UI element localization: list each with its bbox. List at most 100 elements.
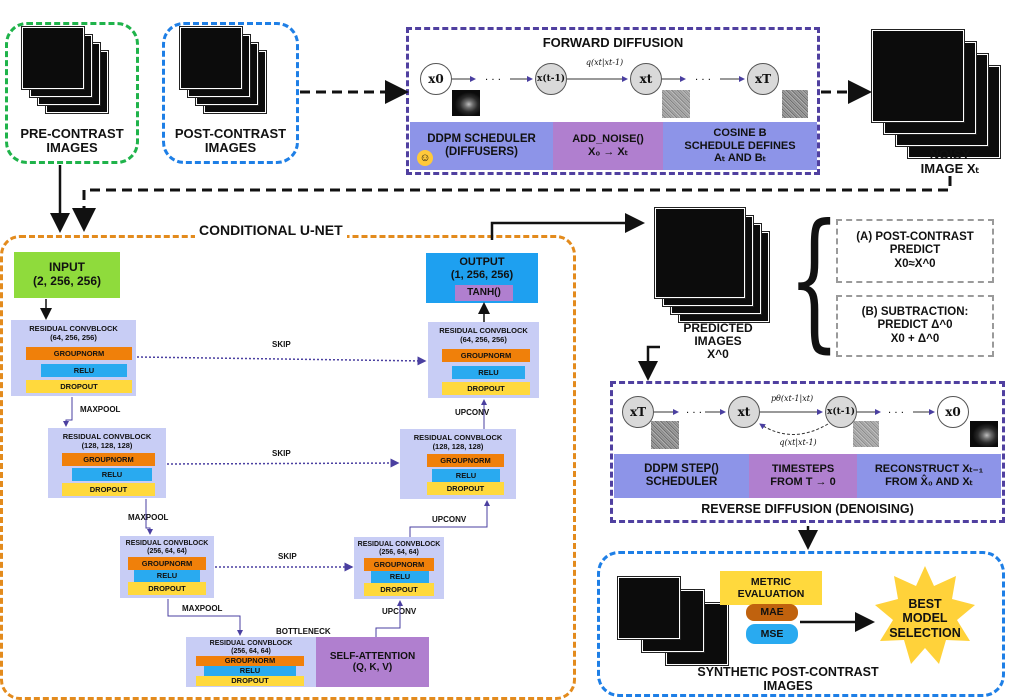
bottleneck-relu: RELU xyxy=(204,666,296,676)
unet-title: CONDITIONAL U-NET xyxy=(195,222,347,238)
reverse-cell-timesteps: TIMESTEPS FROM T → 0 xyxy=(749,454,857,498)
predicted-images-label: PREDICTED IMAGES X^0 xyxy=(683,321,753,362)
encoder-block-3-name: RESIDUAL CONVBLOCK xyxy=(125,540,209,547)
bottleneck-block-name: RESIDUAL CONVBLOCK xyxy=(209,640,293,647)
forward-thumb-xT xyxy=(782,90,808,118)
tanh-label: TANH() xyxy=(467,287,501,299)
maxpool-label-2: MAXPOOL xyxy=(128,513,169,522)
reconstruct-label: RECONSTRUCT Xₜ₋₁ FROM X̂₀ AND Xₜ xyxy=(874,463,984,488)
forward-node-xt-1: x(t-1) xyxy=(535,63,567,95)
bottleneck-block: RESIDUAL CONVBLOCK (256, 64, 64) GROUPNO… xyxy=(186,637,316,687)
skip-line-2 xyxy=(166,458,400,468)
reverse-cell-reconstruct: RECONSTRUCT Xₜ₋₁ FROM X̂₀ AND Xₜ xyxy=(857,454,1001,498)
upconv-line-3 xyxy=(375,600,403,637)
star-shape xyxy=(875,566,975,664)
reverse-thumb-x0 xyxy=(970,421,998,447)
forward-node-x0: x0 xyxy=(420,63,452,95)
forward-transition-label: q(xt|xt-1) xyxy=(585,58,624,67)
upconv-line-2 xyxy=(409,500,490,537)
reverse-cell-step: DDPM STEP() SCHEDULER xyxy=(614,454,749,498)
reverse-thumb-xt-1 xyxy=(853,421,879,447)
synthetic-label: SYNTHETIC POST-CONTRAST IMAGES xyxy=(697,665,879,693)
encoder-block-1-dropout: DROPOUT xyxy=(26,380,132,393)
self-attention-box: SELF-ATTENTION (Q, K, V) xyxy=(316,637,429,687)
post-contrast-label: POST-CONTRAST IMAGES xyxy=(174,126,287,156)
reverse-thumb-xT xyxy=(651,421,679,449)
mse-badge: MSE xyxy=(746,624,798,644)
metric-evaluation-box: METRIC EVALUATION xyxy=(720,571,822,605)
decoder-block-3-dropout: DROPOUT xyxy=(364,583,434,596)
decoder-block-2-name: RESIDUAL CONVBLOCK xyxy=(413,433,503,442)
svg-text:· · ·: · · · xyxy=(686,408,702,419)
svg-text:· · ·: · · · xyxy=(888,408,904,419)
decoder-block-2-relu: RELU xyxy=(432,469,500,482)
upconv-label-1: UPCONV xyxy=(455,408,490,417)
encoder-block-1-shape: (64, 256, 256) xyxy=(50,333,97,342)
mae-badge: MAE xyxy=(746,604,798,621)
unet-output-title: OUTPUT xyxy=(459,256,505,268)
forward-thumb-xt xyxy=(662,90,690,118)
encoder-block-1-groupnorm: GROUPNORM xyxy=(26,347,132,360)
forward-node-xT: xT xyxy=(747,63,779,95)
decoder-block-3-name: RESIDUAL CONVBLOCK xyxy=(357,541,441,548)
encoder-block-2-groupnorm: GROUPNORM xyxy=(62,453,155,466)
pre-contrast-label: PRE-CONTRAST IMAGES xyxy=(20,126,124,156)
bottleneck-dropout: DROPOUT xyxy=(196,676,304,686)
skip-label-3: SKIP xyxy=(278,552,297,561)
forward-node-xt: xt xyxy=(630,63,662,95)
hugging-face-icon: ☺ xyxy=(417,150,433,166)
encoder-block-1-relu: RELU xyxy=(41,364,127,377)
timesteps-label: TIMESTEPS FROM T → 0 xyxy=(770,463,836,488)
evaluation-box xyxy=(597,551,1005,697)
bottleneck-block-shape: (256, 64, 64) xyxy=(231,648,271,655)
encoder-block-2-shape: (128, 128, 128) xyxy=(81,441,133,450)
tanh-box: TANH() xyxy=(455,285,513,301)
reverse-q-label: q(xt|xt-1) xyxy=(779,438,817,447)
forward-cell-scheduler: DDPM SCHEDULER (DIFFUSERS) xyxy=(410,122,553,170)
forward-cell-cosine: COSINE B SCHEDULE DEFINES Aₜ AND Bₜ xyxy=(663,122,817,170)
mae-label: MAE xyxy=(760,606,784,619)
skip-label-2: SKIP xyxy=(272,449,291,458)
svg-text:· · ·: · · · xyxy=(485,75,501,86)
decoder-block-1-groupnorm: GROUPNORM xyxy=(442,349,530,362)
option-b-box: (B) SUBTRACTION: PREDICT Δ^0 X0 + Δ^0 xyxy=(836,295,994,357)
reverse-diffusion-title: REVERSE DIFFUSION (DENOISING) xyxy=(701,502,914,516)
upconv-label-3: UPCONV xyxy=(382,607,417,616)
unet-input-shape: (2, 256, 256) xyxy=(32,274,102,288)
reverse-node-xt-1: x(t-1) xyxy=(825,396,857,428)
encoder-block-2-dropout: DROPOUT xyxy=(62,483,155,496)
decoder-block-2-groupnorm: GROUPNORM xyxy=(427,454,504,467)
cosine-title: COSINE B SCHEDULE DEFINES xyxy=(684,127,796,152)
encoder-block-3-groupnorm: GROUPNORM xyxy=(128,557,206,570)
noisy-to-unet-arrow xyxy=(72,176,952,232)
option-a-label: (A) POST-CONTRAST PREDICT X0≈X^0 xyxy=(856,231,974,270)
reverse-node-xT: xT xyxy=(622,396,654,428)
maxpool-label-3: MAXPOOL xyxy=(182,604,223,613)
reverse-node-x0: x0 xyxy=(937,396,969,428)
unet-input-box: INPUT (2, 256, 256) xyxy=(14,252,120,298)
brace-icon: { xyxy=(788,193,841,367)
option-a-box: (A) POST-CONTRAST PREDICT X0≈X^0 xyxy=(836,219,994,283)
noisy-image-label: NOISY IMAGE Xₜ xyxy=(920,147,980,177)
encoder-block-3-dropout: DROPOUT xyxy=(128,582,206,595)
reverse-diffusion-box xyxy=(610,381,1005,523)
bottleneck-label: BOTTLENECK xyxy=(276,627,331,636)
decoder-block-3-groupnorm: GROUPNORM xyxy=(364,558,434,571)
decoder-block-2-shape: (128, 128, 128) xyxy=(432,442,484,451)
bottleneck-groupnorm: GROUPNORM xyxy=(196,656,304,666)
ddpm-scheduler-label: DDPM SCHEDULER (DIFFUSERS) xyxy=(427,132,536,158)
reverse-node-xt: xt xyxy=(728,396,760,428)
best-model-label: BEST MODEL SELECTION xyxy=(889,597,961,640)
encoder-block-1-name: RESIDUAL CONVBLOCK xyxy=(29,324,118,333)
encoder-block-2-name: RESIDUAL CONVBLOCK xyxy=(62,432,152,441)
decoder-block-3-shape: (256, 64, 64) xyxy=(379,549,419,556)
maxpool-label-1: MAXPOOL xyxy=(80,405,121,414)
pre-contrast-box xyxy=(5,22,139,164)
post-contrast-box xyxy=(162,22,299,164)
maxpool-line-3 xyxy=(167,599,243,636)
metric-evaluation-label: METRIC EVALUATION xyxy=(737,575,805,600)
encoder-block-1: RESIDUAL CONVBLOCK (64, 256, 256) GROUPN… xyxy=(11,320,136,396)
option-b-label: (B) SUBTRACTION: PREDICT Δ^0 X0 + Δ^0 xyxy=(861,306,969,345)
mse-label: MSE xyxy=(760,627,784,640)
